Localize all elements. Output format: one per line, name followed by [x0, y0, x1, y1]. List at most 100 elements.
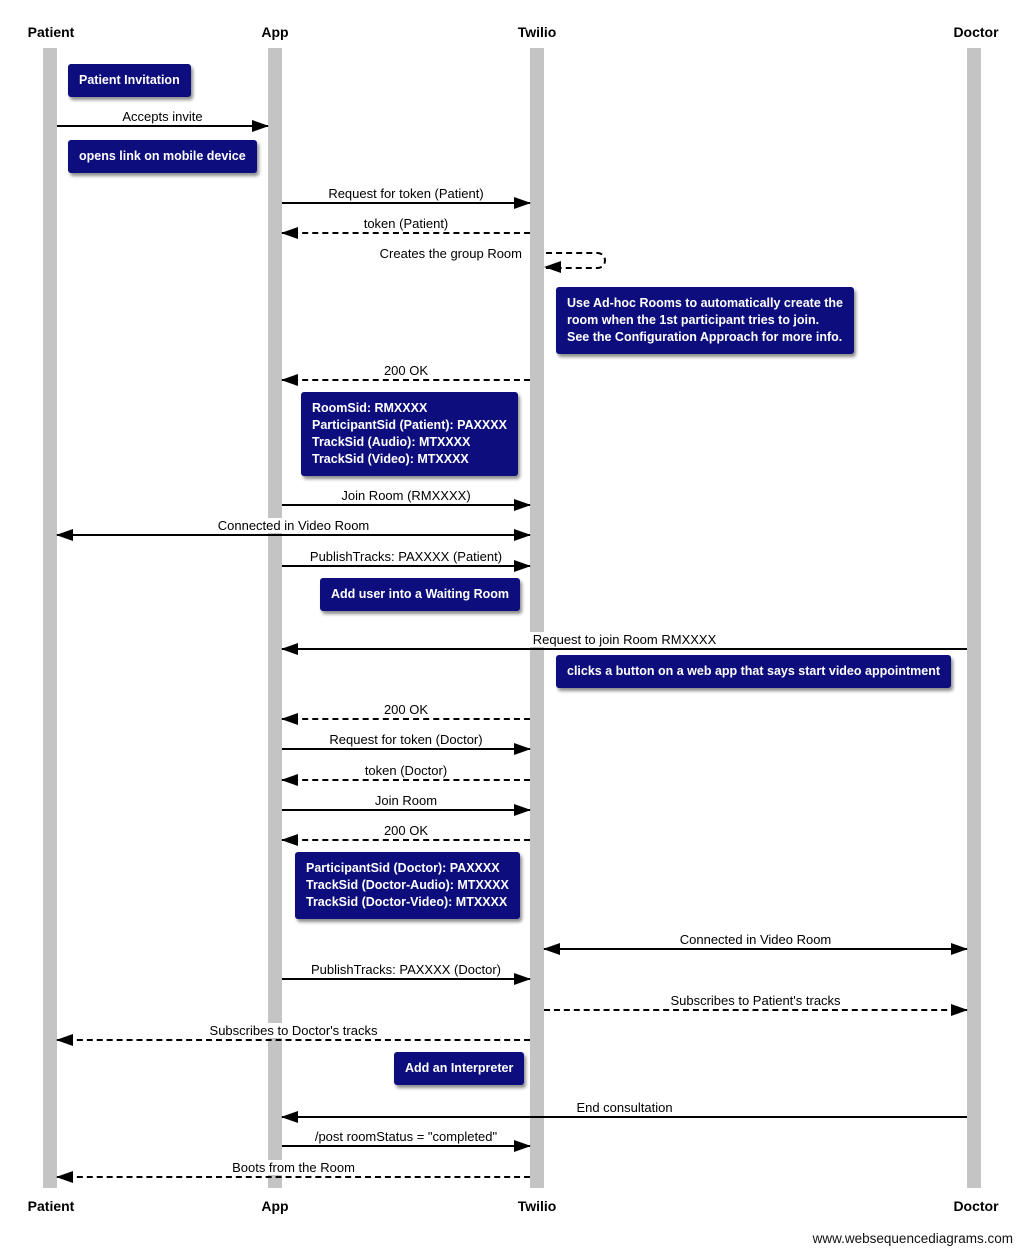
message-label: Request for token (Patient) [282, 186, 530, 202]
message-line [282, 499, 531, 511]
message-label: Request to join Room RMXXXX [282, 632, 967, 648]
message-subscribes-patient-tracks: Subscribes to Patient's tracks [544, 993, 968, 1016]
self-message-loop [544, 252, 606, 273]
note-line: ParticipantSid (Patient): PAXXXX [312, 418, 507, 432]
message-line [281, 834, 530, 846]
message-label: token (Doctor) [282, 763, 530, 779]
message-publishtracks-patient: PublishTracks: PAXXXX (Patient) [282, 549, 531, 572]
message-subscribes-doctor-tracks: Subscribes to Doctor's tracks [56, 1023, 530, 1046]
note-line: Add user into a Waiting Room [331, 587, 510, 601]
message-line [543, 943, 968, 955]
note-waiting-room: Add user into a Waiting Room [320, 578, 521, 611]
arrowhead-right-icon [252, 120, 269, 132]
note-patient-invitation: Patient Invitation [68, 64, 191, 97]
message-label: PublishTracks: PAXXXX (Doctor) [282, 962, 530, 978]
message-label: /post roomStatus = "completed" [282, 1129, 530, 1145]
arrowhead-right-icon [514, 804, 531, 816]
note-line: opens link on mobile device [79, 149, 246, 163]
message-line [282, 743, 531, 755]
message-request-token-doctor: Request for token (Doctor) [282, 732, 531, 755]
arrowhead-left-icon [281, 713, 298, 725]
note-roomsid-patient: RoomSid: RMXXXX ParticipantSid (Patient)… [301, 392, 518, 476]
message-line [281, 227, 530, 239]
arrowhead-left-icon [56, 529, 73, 541]
message-200-ok-2: 200 OK [281, 702, 530, 725]
message-label: Join Room [282, 793, 530, 809]
note-opens-link: opens link on mobile device [68, 140, 257, 173]
message-creates-group-room: Creates the group Room [300, 246, 525, 262]
message-request-join-room: Request to join Room RMXXXX [281, 632, 967, 655]
actor-label-doctor-top: Doctor [953, 24, 999, 40]
arrowhead-left-icon [281, 374, 298, 386]
message-join-room-rmxxxx: Join Room (RMXXXX) [282, 488, 531, 511]
note-line: room when the 1st participant tries to j… [567, 313, 820, 327]
arrowhead-left-icon [56, 1171, 73, 1183]
message-accepts-invite: Accepts invite [57, 109, 269, 132]
message-line [282, 1140, 531, 1152]
message-label: Request for token (Doctor) [282, 732, 530, 748]
note-line: ParticipantSid (Doctor): PAXXXX [306, 861, 500, 875]
arrowhead-right-icon [514, 973, 531, 985]
message-label: Creates the group Room [300, 246, 525, 262]
lifeline-patient [43, 48, 57, 1188]
message-end-consultation: End consultation [281, 1100, 967, 1123]
self-loop-line [546, 252, 606, 269]
message-line [281, 374, 530, 386]
arrowhead-right-icon [514, 1140, 531, 1152]
actor-label-patient-bottom: Patient [27, 1198, 75, 1214]
actor-label-patient-top: Patient [27, 24, 75, 40]
note-clicks-button: clicks a button on a web app that says s… [556, 655, 951, 688]
arrowhead-right-icon [951, 1004, 968, 1016]
message-publishtracks-doctor: PublishTracks: PAXXXX (Doctor) [282, 962, 531, 985]
arrowhead-right-icon [514, 560, 531, 572]
lifeline-twilio [530, 48, 544, 1188]
note-line: RoomSid: RMXXXX [312, 401, 428, 415]
message-label: PublishTracks: PAXXXX (Patient) [282, 549, 530, 565]
message-label: Subscribes to Patient's tracks [544, 993, 967, 1009]
arrowhead-left-icon [281, 1111, 298, 1123]
actor-label-app-bottom: App [261, 1198, 289, 1214]
lifeline-doctor [967, 48, 981, 1188]
message-connected-video-room-patient: Connected in Video Room [56, 518, 531, 541]
message-line [56, 529, 531, 541]
message-line [282, 804, 531, 816]
message-label: Connected in Video Room [57, 518, 530, 534]
message-line [281, 1111, 967, 1123]
arrowhead-right-icon [514, 529, 531, 541]
arrowhead-left-icon [543, 943, 560, 955]
message-join-room: Join Room [282, 793, 531, 816]
actor-label-doctor-bottom: Doctor [953, 1198, 999, 1214]
arrowhead-left-icon [56, 1034, 73, 1046]
watermark: www.websequencediagrams.com [812, 1231, 1013, 1246]
message-line [282, 973, 531, 985]
message-label: 200 OK [282, 823, 530, 839]
message-200-ok-3: 200 OK [281, 823, 530, 846]
message-line [281, 774, 530, 786]
note-line: TrackSid (Video): MTXXXX [312, 452, 469, 466]
message-boots-from-room: Boots from the Room [56, 1160, 530, 1183]
message-line [56, 1034, 530, 1046]
message-post-roomstatus: /post roomStatus = "completed" [282, 1129, 531, 1152]
message-label: Subscribes to Doctor's tracks [57, 1023, 530, 1039]
message-token-doctor: token (Doctor) [281, 763, 530, 786]
message-label: Join Room (RMXXXX) [282, 488, 530, 504]
note-line: TrackSid (Audio): MTXXXX [312, 435, 471, 449]
actor-label-app-top: App [261, 24, 289, 40]
message-line [282, 560, 531, 572]
lifeline-app [268, 48, 282, 1188]
message-line [282, 197, 531, 209]
arrowhead-left-icon [281, 834, 298, 846]
arrowhead-left-icon [544, 261, 561, 273]
arrowhead-left-icon [281, 227, 298, 239]
note-add-interpreter: Add an Interpreter [394, 1052, 525, 1085]
message-request-token-patient: Request for token (Patient) [282, 186, 531, 209]
arrowhead-right-icon [514, 499, 531, 511]
note-line: Patient Invitation [79, 73, 180, 87]
message-line [281, 713, 530, 725]
message-label: 200 OK [282, 363, 530, 379]
arrowhead-left-icon [281, 774, 298, 786]
arrowhead-right-icon [514, 197, 531, 209]
message-token-patient: token (Patient) [281, 216, 530, 239]
note-line: TrackSid (Doctor-Video): MTXXXX [306, 895, 508, 909]
